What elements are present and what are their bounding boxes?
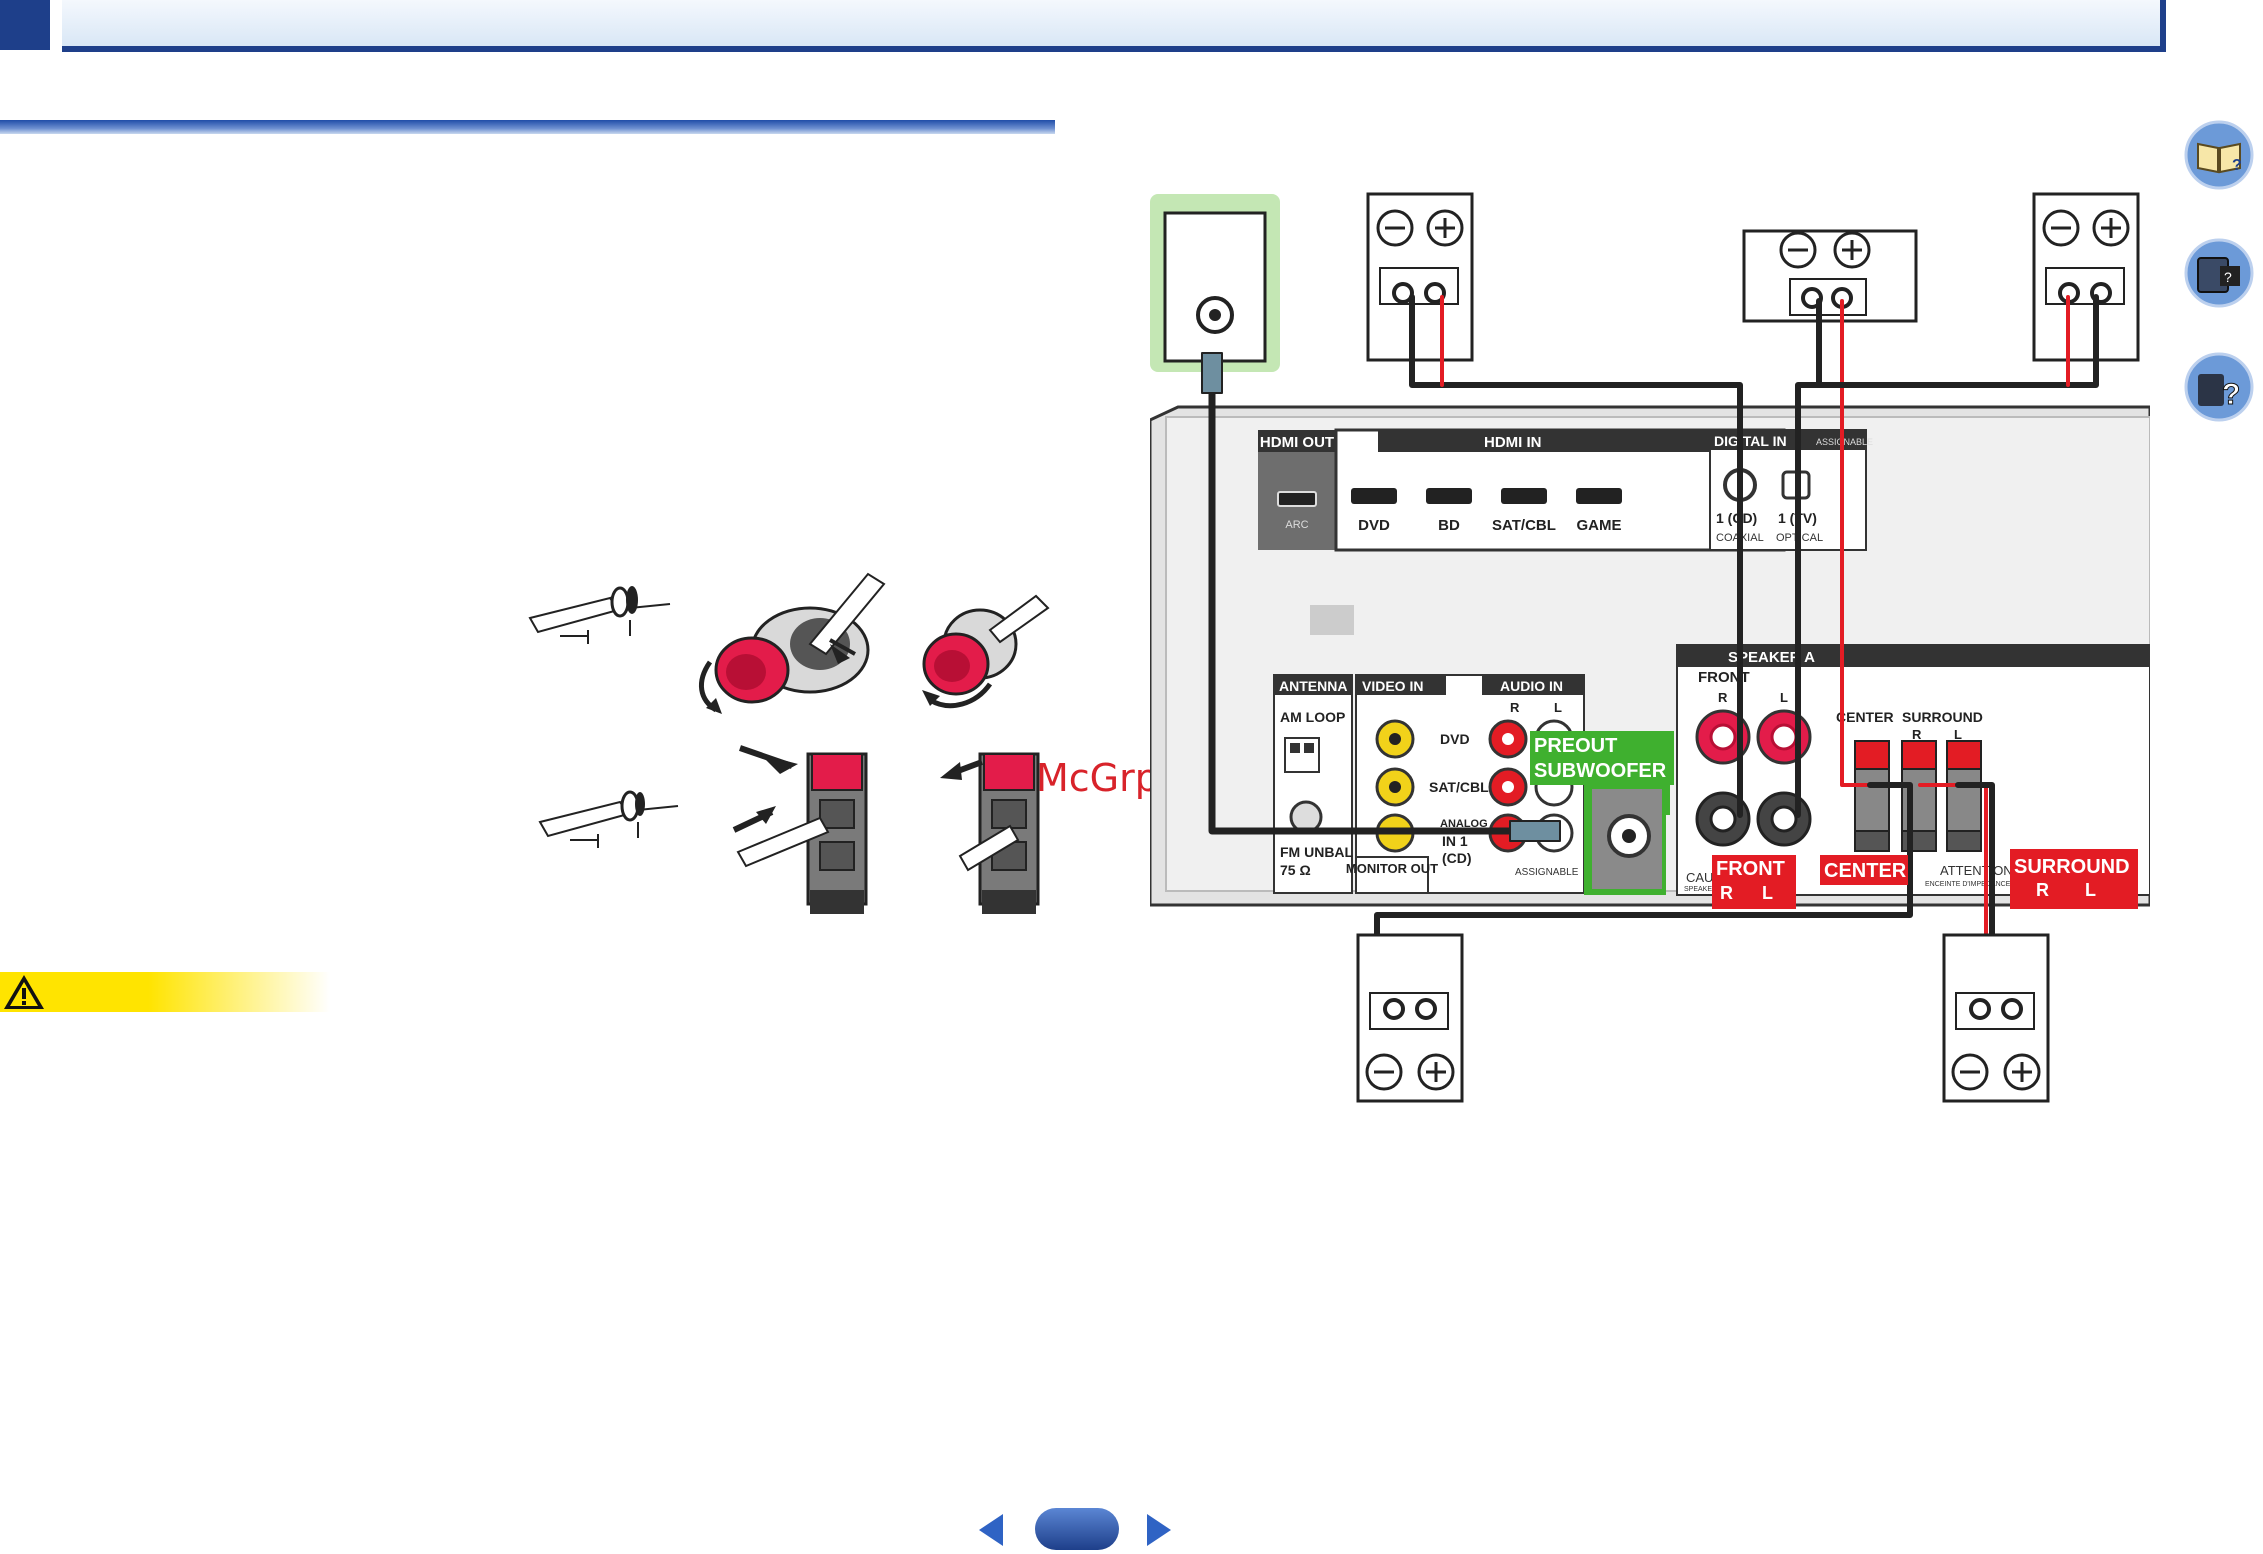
speaker-surround-left [1942,933,2050,1103]
svg-text:ATTENTION:: ATTENTION: [1940,863,2016,878]
svg-text:L: L [1762,883,1773,903]
receiver-icon: ? [2184,238,2254,308]
label-preout-subwoofer: PREOUT SUBWOOFER [1530,731,1674,785]
label-front: FRONT R L [1712,855,1796,909]
svg-text:R: R [1718,690,1728,705]
speaker-center [1742,229,1918,323]
svg-text:AM LOOP: AM LOOP [1280,709,1345,725]
svg-text:?: ? [2224,269,2232,285]
svg-text:DIGITAL IN: DIGITAL IN [1714,433,1787,449]
speaker-surround-right [1356,933,1464,1103]
svg-text:MONITOR OUT: MONITOR OUT [1346,861,1438,876]
speaker-front-left [2032,192,2140,362]
svg-text:?: ? [2232,157,2242,174]
svg-text:HDMI IN: HDMI IN [1484,434,1542,451]
warning-icon [4,975,44,1009]
svg-text:CENTER: CENTER [1836,709,1894,725]
spring-terminals [1854,740,1982,852]
caution-bar [0,972,330,1012]
svg-text:GAME: GAME [1577,517,1622,534]
receiver-rear-panel: HDMI OUT ARC HDMI IN DVD BD SAT/CBL GAME… [1150,405,2150,907]
svg-text:ARC: ARC [1285,519,1308,531]
label-center: CENTER [1820,855,1908,885]
svg-text:R: R [2036,880,2049,900]
nav-receiver-button[interactable]: ? [2184,238,2254,308]
cables [1201,294,2099,1008]
book-icon: ? [2184,120,2254,190]
svg-text:PREOUT: PREOUT [1534,735,1617,757]
hdmi-ports: DVD BD SAT/CBL GAME [1351,488,1622,534]
stripped-wire-bottom [538,790,679,848]
help-icon: ? [2184,352,2254,422]
svg-text:SUBWOOFER: SUBWOOFER [1534,760,1667,782]
svg-text:L: L [1954,727,1962,742]
svg-text:SAT/CBL: SAT/CBL [1429,779,1489,795]
svg-text:R: R [1912,727,1922,742]
svg-text:ASSIGNABLE: ASSIGNABLE [1816,437,1873,447]
svg-text:IN 1: IN 1 [1442,833,1468,849]
binding-post-loosen [699,572,886,714]
spring-terminal-insert [732,745,868,914]
header-band [62,0,2166,52]
nav-help-button[interactable]: ? [2184,352,2254,422]
svg-text:R: R [1510,700,1520,715]
svg-text:CENTER: CENTER [1824,860,1907,882]
arrow-left-icon[interactable] [975,1512,1007,1548]
speaker-front-right [1366,192,1474,362]
svg-text:FRONT: FRONT [1716,858,1785,880]
binding-post-tighten [922,594,1050,709]
section-rule [0,120,1055,134]
arrow-right-icon[interactable] [1143,1512,1175,1548]
svg-text:FRONT: FRONT [1698,669,1750,686]
svg-text:ANTENNA: ANTENNA [1279,678,1347,694]
svg-text:1 (CD): 1 (CD) [1716,510,1757,526]
svg-text:R: R [1720,883,1733,903]
chapter-marker [0,0,50,50]
svg-text:ASSIGNABLE: ASSIGNABLE [1515,867,1579,878]
svg-text:?: ? [2222,378,2240,411]
svg-text:ANALOG: ANALOG [1440,818,1488,830]
svg-text:DVD: DVD [1358,517,1390,534]
svg-text:SAT/CBL: SAT/CBL [1492,517,1556,534]
receiver-diagram: HDMI OUT ARC HDMI IN DVD BD SAT/CBL GAME… [1150,192,2150,1103]
stripped-wire-top [528,586,671,644]
page-number-pill [1035,1508,1119,1550]
svg-text:HDMI OUT: HDMI OUT [1260,434,1334,451]
svg-text:SPEAKER A: SPEAKER A [1728,649,1815,666]
page-header-bar [0,0,2166,52]
svg-text:L: L [1780,690,1788,705]
svg-text:(CD): (CD) [1442,850,1472,866]
svg-text:L: L [2085,880,2096,900]
nav-book-button[interactable]: ? [2184,120,2254,190]
svg-text:BD: BD [1438,517,1460,534]
svg-text:VIDEO IN: VIDEO IN [1362,678,1423,694]
subwoofer-box [1150,194,1280,372]
svg-text:SURROUND: SURROUND [1902,709,1983,725]
label-surround: SURROUND R L [2010,849,2138,909]
speaker-wire-illustration [528,572,1050,914]
svg-text:FM UNBAL: FM UNBAL [1280,844,1354,860]
page-navigation [975,1500,1185,1550]
svg-text:DVD: DVD [1440,731,1470,747]
svg-text:SURROUND: SURROUND [2014,856,2130,878]
svg-text:AUDIO IN: AUDIO IN [1500,678,1563,694]
svg-text:75 Ω: 75 Ω [1280,862,1311,878]
spring-terminal-release [940,752,1040,914]
svg-text:L: L [1554,700,1562,715]
